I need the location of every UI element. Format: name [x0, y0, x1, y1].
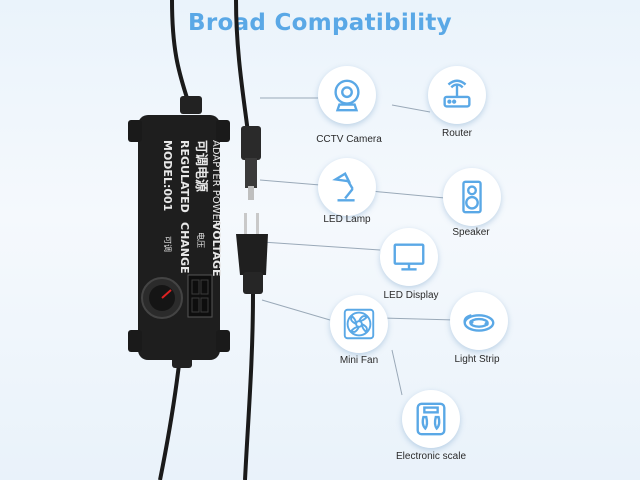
scale-icon — [402, 390, 460, 448]
light-strip-icon — [450, 292, 508, 350]
speaker-icon — [443, 168, 501, 226]
device-label-display: LED Display — [383, 290, 439, 301]
device-label-light-strip: Light Strip — [454, 354, 500, 365]
adapter-line4: MODEL:001 — [161, 140, 174, 211]
device-label-fan: Mini Fan — [339, 355, 379, 366]
device-label-camera: CCTV Camera — [316, 134, 382, 145]
device-label-router: Router — [441, 128, 472, 139]
device-label-scale: Electronic scale — [395, 451, 467, 462]
device-label-speaker: Speaker — [452, 227, 490, 238]
adapter-voltage-cn: 电压 — [196, 232, 206, 248]
lamp-icon — [318, 158, 376, 216]
adapter-line3: REGULATED — [178, 140, 191, 213]
adapter-voltage: VOLTAGE — [210, 222, 223, 277]
page-title: Broad Compatibility — [188, 10, 452, 36]
adapter-line2: 可调电源 — [193, 140, 209, 192]
device-label-lamp: LED Lamp — [323, 214, 371, 225]
camera-icon — [318, 66, 376, 124]
fan-icon — [330, 295, 388, 353]
router-icon — [428, 66, 486, 124]
display-icon — [380, 228, 438, 286]
adapter-change: CHANGE — [178, 222, 191, 274]
adapter-change-cn: 可调 — [163, 236, 172, 252]
adapter-line1: ADAPTER POWER — [210, 140, 221, 227]
